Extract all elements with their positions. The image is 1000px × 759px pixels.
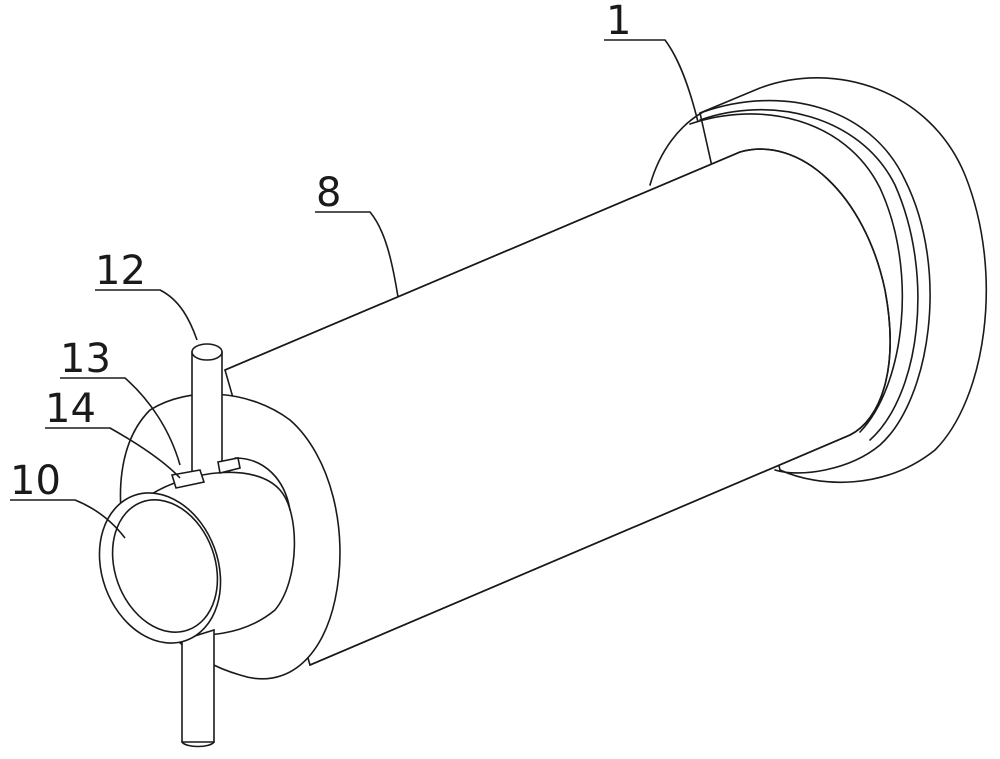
upper-rod bbox=[192, 344, 222, 478]
lower-rod bbox=[182, 630, 214, 747]
label-12: 12 bbox=[95, 248, 146, 294]
label-1: 1 bbox=[606, 0, 631, 44]
label-13: 13 bbox=[60, 336, 111, 382]
label-14: 14 bbox=[45, 386, 96, 432]
label-10: 10 bbox=[10, 458, 61, 504]
label-8: 8 bbox=[316, 170, 341, 216]
